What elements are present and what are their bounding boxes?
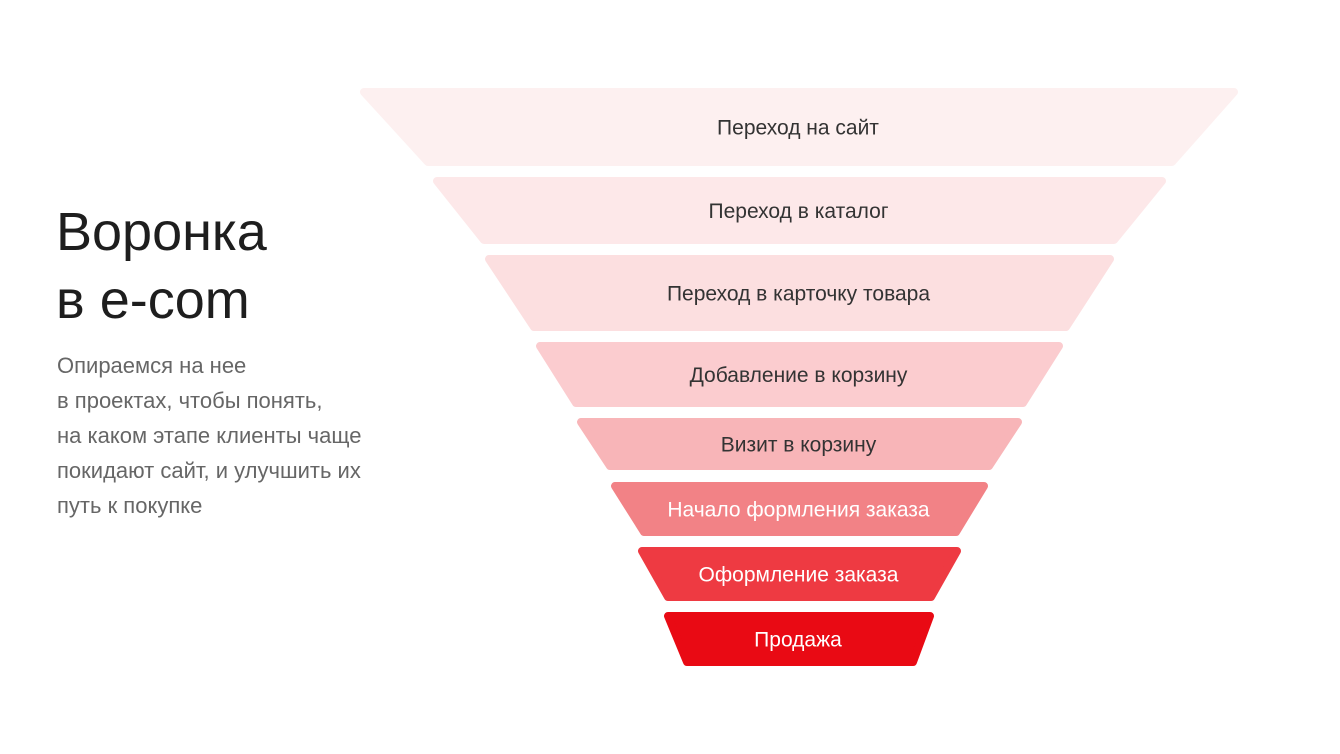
funnel-stage-shape <box>638 547 961 601</box>
description-line: Опираемся на нее <box>57 353 247 378</box>
funnel-stage: Оформление заказа <box>638 547 961 601</box>
description-line: покидают сайт, и улучшить их <box>57 458 361 483</box>
title-line-2: в e-com <box>56 270 250 330</box>
funnel-stage-shape <box>433 177 1166 244</box>
funnel-stage-shape <box>536 342 1063 407</box>
funnel-stage-shape <box>485 255 1114 331</box>
description: Опираемся на нее в проектах, чтобы понят… <box>57 348 361 523</box>
funnel-stage: Переход в каталог <box>433 177 1166 244</box>
funnel-stage-label: Оформление заказа <box>699 564 899 587</box>
funnel-stage-shape <box>360 88 1238 166</box>
funnel-stage: Переход на сайт <box>360 88 1238 166</box>
description-line: в проектах, чтобы понять, <box>57 388 323 413</box>
funnel-stage-label: Добавление в корзину <box>690 364 908 387</box>
funnel-stage: Переход в карточку товара <box>485 255 1114 331</box>
funnel-stage-label: Начало формления заказа <box>667 499 930 522</box>
funnel-stage: Продажа <box>664 612 934 666</box>
funnel-stage: Визит в корзину <box>577 418 1022 470</box>
funnel-stage: Добавление в корзину <box>536 342 1063 407</box>
funnel-stage-label: Переход на сайт <box>717 117 879 140</box>
funnel-stage-label: Визит в корзину <box>721 434 877 457</box>
description-line: на каком этапе клиенты чаще <box>57 423 362 448</box>
funnel-stage-label: Переход в карточку товара <box>667 283 930 306</box>
funnel-stage-label: Переход в каталог <box>709 200 889 223</box>
funnel-stage-shape <box>611 482 988 536</box>
funnel-stage-shape <box>577 418 1022 470</box>
funnel-stage-label: Продажа <box>754 629 842 652</box>
description-line: путь к покупке <box>57 493 203 518</box>
page-title: Воронка в e-com <box>56 198 267 334</box>
funnel-stage-shape <box>664 612 934 666</box>
title-line-1: Воронка <box>56 202 267 262</box>
funnel-stage: Начало формления заказа <box>611 482 988 536</box>
